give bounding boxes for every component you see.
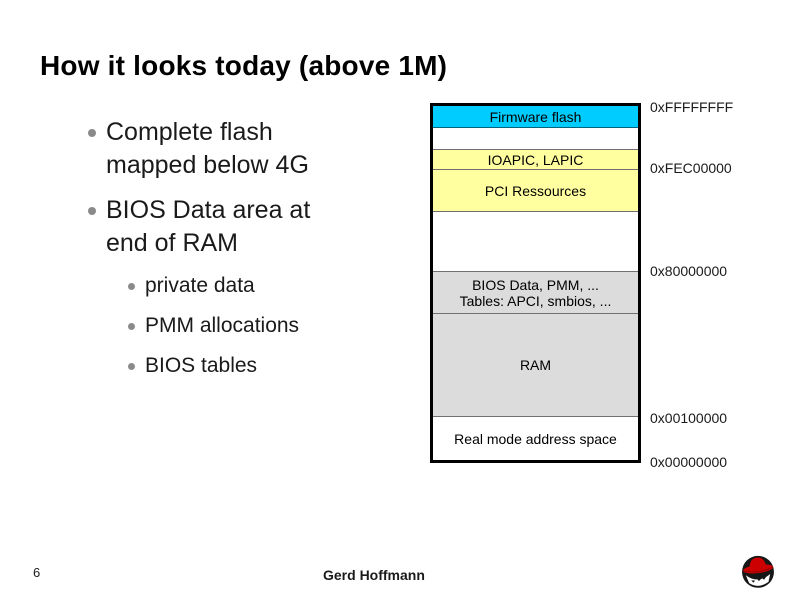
segment-label: RAM [519, 357, 552, 373]
slide-title: How it looks today (above 1M) [40, 50, 448, 81]
bullet-item: Complete flash mapped below 4G [88, 116, 418, 182]
sub-bullet-text: private data [145, 274, 255, 297]
segment-firmware-flash: Firmware flash [433, 106, 638, 128]
bullet-text: BIOS Data area at end of RAM [106, 196, 311, 257]
address-label: 0xFEC00000 [650, 160, 732, 176]
segment-label: Firmware flash [489, 108, 582, 125]
segment-pci-ressources: PCI Ressources [433, 170, 638, 212]
segment-label-line2: Tables: APCI, smbios, ... [459, 292, 612, 309]
segment-label: Real mode address space [454, 430, 617, 447]
bullet-icon [88, 207, 96, 215]
address-label: 0x00000000 [650, 454, 728, 470]
segment-bios-data: BIOS Data, PMM, ... Tables: APCI, smbios… [433, 272, 638, 314]
bullet-icon [88, 129, 96, 137]
segment-empty-gap [433, 212, 638, 272]
memory-map-diagram: Firmware flash IOAPIC, LAPIC PCI Ressour… [430, 103, 641, 463]
address-label: 0x80000000 [650, 263, 728, 279]
bullet-item: BIOS Data area at end of RAM [88, 194, 418, 260]
sub-bullet-item: BIOS tables [128, 352, 418, 380]
segment-label: IOAPIC, LAPIC [487, 151, 584, 168]
footer-author: Gerd Hoffmann [323, 567, 425, 583]
red-hat-logo-icon [736, 550, 780, 597]
bullet-text: Complete flash mapped below 4G [106, 118, 309, 179]
sub-bullet-item: private data [128, 272, 418, 300]
address-label: 0xFFFFFFFF [650, 99, 734, 115]
segment-empty-gap [433, 128, 638, 150]
address-label: 0x00100000 [650, 410, 728, 426]
bullet-icon [128, 363, 135, 370]
page-number: 6 [33, 565, 41, 580]
segment-real-mode: Real mode address space [433, 417, 638, 460]
segment-ioapic-lapic: IOAPIC, LAPIC [433, 150, 638, 170]
sub-bullet-item: PMM allocations [128, 312, 418, 340]
bullet-icon [128, 323, 135, 330]
bullet-list: Complete flash mapped below 4G BIOS Data… [88, 116, 418, 392]
sub-bullet-list: private data PMM allocations BIOS tables [128, 272, 418, 380]
segment-label: PCI Ressources [484, 182, 587, 199]
sub-bullet-text: BIOS tables [145, 354, 258, 377]
segment-ram: RAM [433, 314, 638, 417]
segment-label: BIOS Data, PMM, ... [472, 276, 599, 293]
sub-bullet-text: PMM allocations [145, 314, 300, 337]
bullet-icon [128, 283, 135, 290]
